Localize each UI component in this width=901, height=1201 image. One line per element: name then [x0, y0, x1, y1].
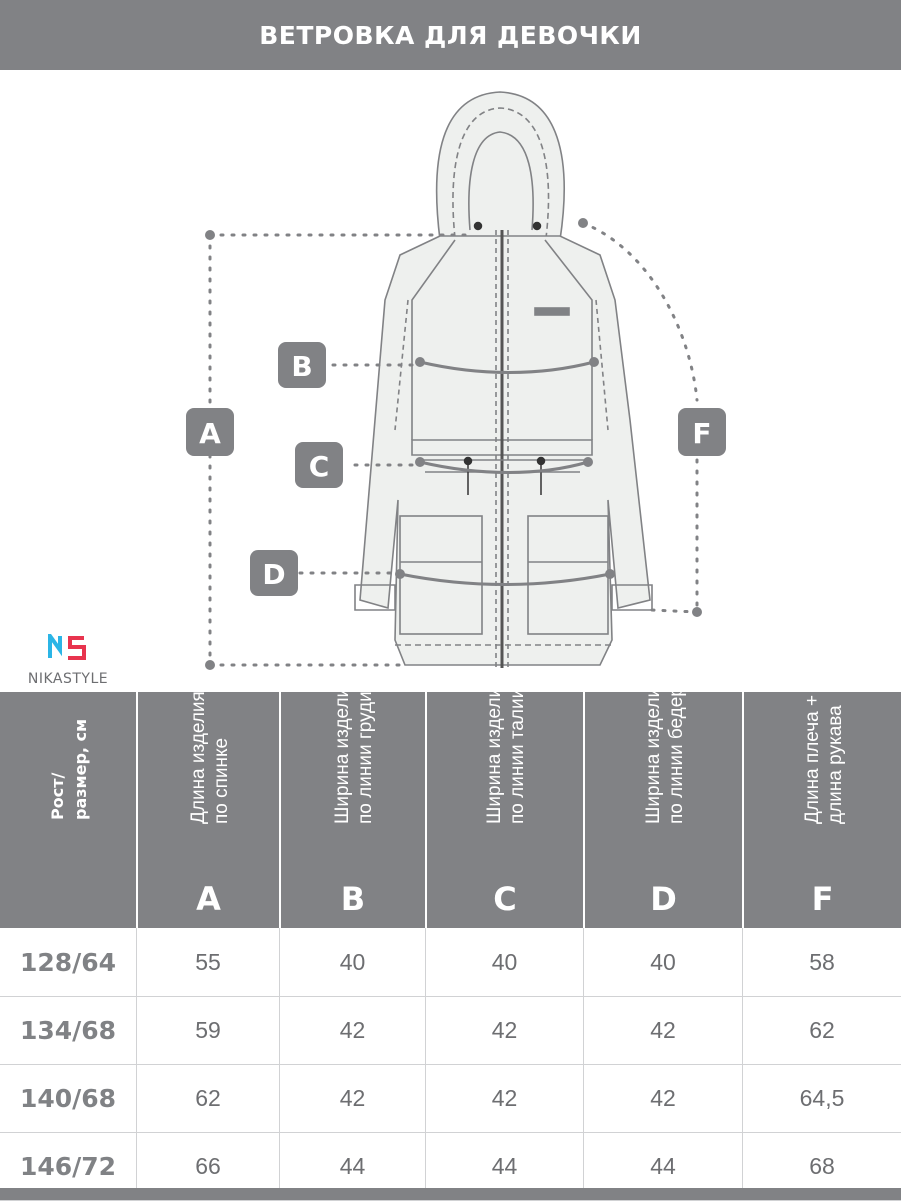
header-size-label: Рост/размер, см — [48, 718, 90, 820]
badge-c: C — [295, 442, 343, 488]
row-value: 42 — [279, 1064, 425, 1132]
row-size: 134/68 — [19, 1015, 117, 1045]
table-row: 128/64 55 40 40 40 58 — [0, 928, 901, 997]
row-size: 128/64 — [19, 947, 117, 977]
row-value: 42 — [583, 1064, 742, 1132]
row-value: 62 — [136, 1064, 279, 1132]
brand-name: NIKASTYLE — [27, 671, 109, 687]
table-row: 140/68 62 42 42 42 64,5 — [0, 1064, 901, 1133]
header-col-letter: C — [493, 880, 517, 918]
row-value: 44 — [583, 1132, 742, 1200]
row-value: 55 — [136, 928, 279, 996]
row-size: 140/68 — [19, 1083, 117, 1113]
row-value: 42 — [425, 996, 583, 1064]
brand-logo: NIKASTYLE — [18, 629, 118, 687]
row-value: 58 — [742, 928, 901, 996]
badge-f: F — [678, 408, 726, 456]
row-value: 44 — [425, 1132, 583, 1200]
badge-a: A — [186, 408, 234, 456]
row-value: 62 — [742, 996, 901, 1064]
page-header: ВЕТРОВКА ДЛЯ ДЕВОЧКИ — [0, 0, 901, 70]
header-col-letter: A — [196, 880, 221, 918]
badge-b: B — [278, 342, 326, 388]
header-col-letter: B — [340, 880, 366, 918]
page-title: ВЕТРОВКА ДЛЯ ДЕВОЧКИ — [259, 20, 642, 50]
row-value: 40 — [279, 928, 425, 996]
row-value: 44 — [279, 1132, 425, 1200]
row-value: 68 — [742, 1132, 901, 1200]
row-value: 40 — [425, 928, 583, 996]
svg-text:B: B — [291, 350, 312, 383]
table-row: 134/68 59 42 42 42 62 — [0, 996, 901, 1065]
svg-text:C: C — [309, 450, 330, 483]
row-size: 146/72 — [19, 1151, 117, 1181]
header-col-letter: F — [811, 880, 834, 918]
row-value: 40 — [583, 928, 742, 996]
badge-d: D — [250, 550, 298, 596]
header-size: Рост/размер, см — [0, 692, 136, 928]
row-value: 66 — [136, 1132, 279, 1200]
row-value: 64,5 — [742, 1064, 901, 1132]
header-col-label: Длина плеча +длина рукава — [801, 694, 846, 824]
header-col-letter: D — [650, 880, 677, 918]
svg-text:A: A — [199, 417, 221, 450]
row-value: 59 — [136, 996, 279, 1064]
row-value: 42 — [425, 1064, 583, 1132]
garment-diagram: A B C D F — [186, 91, 726, 670]
header-col-f: Длина плеча +длина рукава F — [742, 692, 901, 928]
svg-text:D: D — [262, 558, 285, 591]
row-value: 42 — [279, 996, 425, 1064]
row-value: 42 — [583, 996, 742, 1064]
footer-bar — [0, 1188, 901, 1200]
nikastyle-logo-icon — [48, 629, 86, 660]
svg-text:F: F — [692, 417, 711, 450]
